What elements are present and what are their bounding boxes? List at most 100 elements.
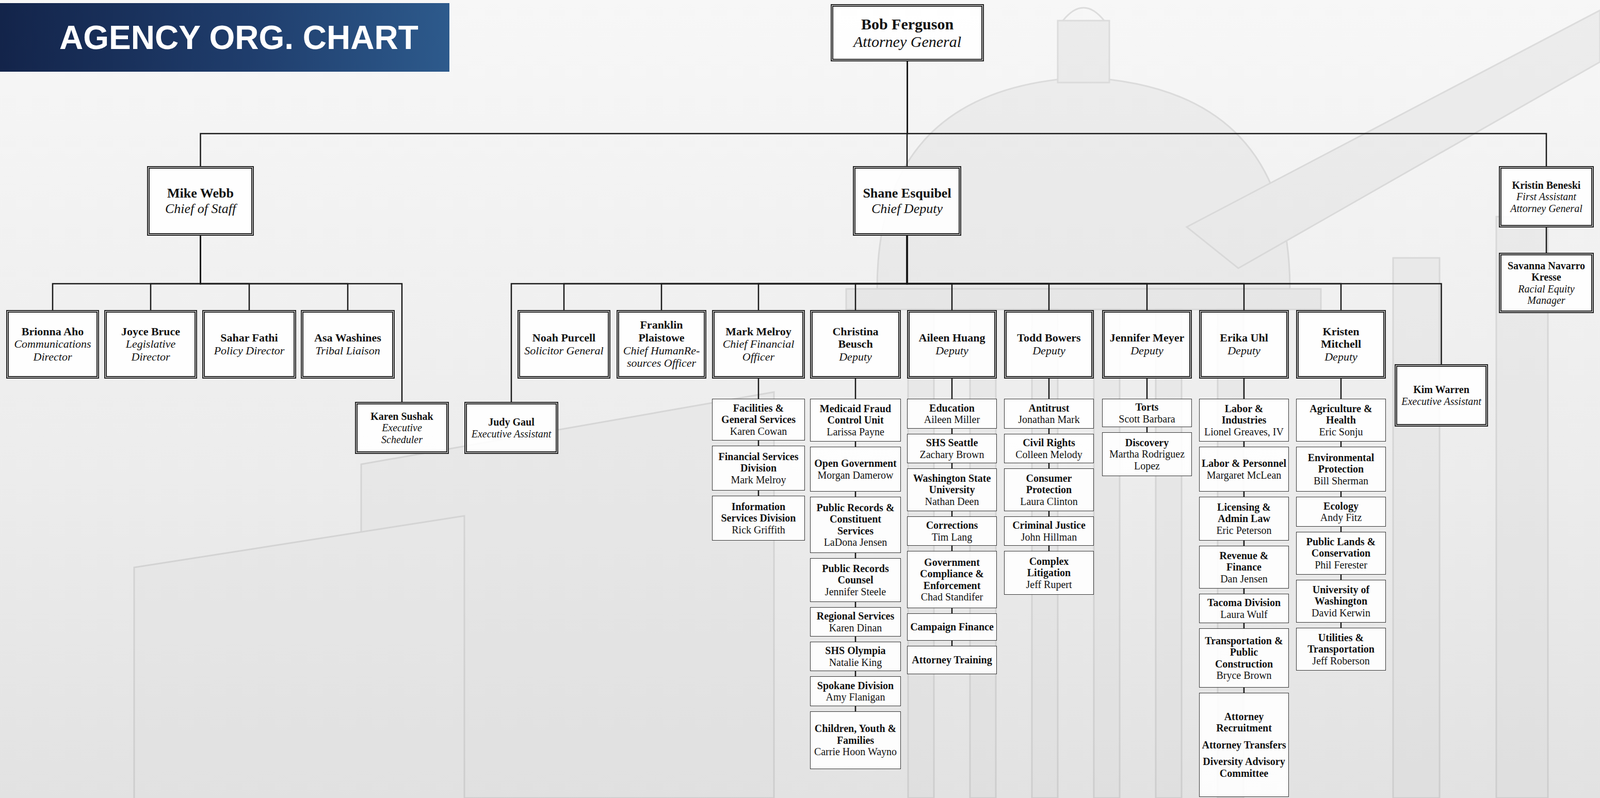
connector — [1243, 378, 1246, 399]
position-box: Savanna Navarro KresseRacial Equity Mana… — [1498, 252, 1594, 314]
person-text: Chad Standifer — [920, 591, 984, 603]
connector — [200, 235, 250, 311]
role-text: Racial Equity Manager — [1504, 283, 1589, 307]
person-text: LaDona Jensen — [823, 536, 888, 548]
name-text: Washington State University — [909, 472, 995, 496]
name-text: Government Compliance & Enforcement — [909, 556, 995, 592]
person-text: Jennifer Steele — [825, 586, 886, 598]
division-box: EducationAileen Miller — [907, 398, 997, 429]
division-box: AntitrustJonathan Mark — [1004, 398, 1094, 429]
person-text: Natalie King — [829, 656, 883, 669]
role-text: Policy Director — [214, 344, 285, 358]
name-text: Financial Services Division — [714, 450, 803, 475]
person-text: Colleen Melody — [1015, 448, 1082, 461]
connector — [951, 463, 953, 469]
connector — [1048, 428, 1050, 434]
name-text: Regional Services — [816, 610, 895, 622]
connector — [1243, 540, 1246, 546]
connector — [511, 235, 908, 402]
division-box: Spokane DivisionAmy Flanigan — [810, 676, 901, 707]
name-text: Public Records & Constituent Services — [812, 502, 899, 537]
division-box: Campaign Finance — [907, 613, 997, 641]
position-box: Shane EsquibelChief Deputy — [852, 166, 962, 236]
connector — [951, 640, 953, 646]
division-box: Public Records & Constituent ServicesLaD… — [810, 496, 901, 554]
connector — [1340, 622, 1343, 628]
connector — [757, 490, 760, 496]
position-box: Brionna AhoCommunications Director — [6, 310, 100, 379]
role-text: Deputy — [1227, 344, 1261, 358]
connector — [1340, 378, 1343, 399]
position-box: Karen SushakExecutive Scheduler — [354, 401, 449, 455]
name-text: Transportation & Public Construction — [1201, 635, 1287, 670]
role-text: Executive Scheduler — [360, 422, 444, 446]
name-text: Joyce Bruce — [121, 325, 181, 339]
person-text: Jonathan Mark — [1017, 413, 1080, 426]
person-text: Margaret McLean — [1206, 469, 1282, 481]
position-box: Asa WashinesTribal Liaison — [300, 310, 395, 379]
person-text: Bryce Brown — [1216, 669, 1272, 682]
division-box: Revenue & FinanceDan Jensen — [1199, 545, 1289, 589]
role-text: Communications Director — [11, 337, 94, 364]
position-box: Christina BeuschDeputy — [810, 310, 901, 379]
connector — [951, 608, 953, 614]
name-text: Public Records Counsel — [812, 562, 899, 587]
person-text: Phil Ferester — [1314, 559, 1368, 571]
name-text: Brionna Aho — [21, 325, 84, 339]
person-text: Amy Flanigan — [826, 691, 886, 703]
division-box: Labor & IndustriesLionel Greaves, IV — [1199, 398, 1289, 442]
name-text: Civil Rights — [1022, 437, 1076, 449]
division-box: SHS OlympiaNatalie King — [810, 641, 901, 672]
division-box: Open GovernmentMorgan Damerow — [810, 446, 901, 492]
division-box: Government Compliance & EnforcementChad … — [907, 551, 997, 609]
person-text: Karen Dinan — [829, 622, 883, 634]
title-banner: AGENCY ORG. CHART — [0, 3, 450, 72]
capitol-outline — [134, 7, 1600, 798]
name-text: Discovery — [1125, 437, 1169, 449]
person-text: Rick Griffith — [731, 524, 786, 536]
division-box: Financial Services DivisionMark Melroy — [712, 445, 805, 491]
position-box: Mike WebbChief of Staff — [147, 166, 254, 236]
name-text: Complex Litigation — [1006, 555, 1092, 579]
name-text: Sahar Fathi — [220, 331, 278, 345]
connector — [150, 235, 201, 311]
name-text: Open Government — [814, 457, 897, 470]
division-box: Tacoma DivisionLaura Wulf — [1199, 593, 1289, 624]
name-text: SHS Seattle — [926, 437, 979, 449]
role-text: Chief of Staff — [165, 201, 236, 217]
role-text: Attorney General — [853, 33, 962, 51]
name-text: Public Lands & Conservation — [1298, 536, 1384, 560]
position-box: Kristen MitchellDeputy — [1296, 310, 1386, 379]
connector — [200, 61, 908, 167]
connector — [1340, 491, 1343, 497]
name-text: Facilities & General Services — [714, 402, 803, 426]
division-box: Agriculture & HealthEric Sonju — [1296, 398, 1386, 442]
name-text: Savanna Navarro Kresse — [1504, 260, 1589, 284]
connector — [200, 235, 403, 402]
connector — [563, 235, 908, 311]
connector — [1048, 463, 1050, 469]
name-text: Jennifer Meyer — [1109, 331, 1185, 345]
division-box: TortsScott Barbara — [1102, 398, 1192, 428]
person-text: Eric Sonju — [1319, 426, 1364, 438]
connector — [951, 545, 953, 552]
position-box: Bob FergusonAttorney General — [830, 4, 984, 62]
name-text: Karen Sushak — [370, 410, 433, 423]
connector — [1340, 441, 1343, 447]
connector — [52, 235, 201, 311]
name-text: Tacoma Division — [1207, 596, 1281, 609]
name-text: Licensing & Admin Law — [1201, 501, 1287, 525]
role-text: Deputy — [935, 344, 969, 358]
person-text: Laura Clinton — [1020, 495, 1078, 508]
person-text: Eric Peterson — [1216, 524, 1272, 537]
connector — [757, 440, 760, 446]
connector — [1340, 574, 1343, 580]
name-text: Bob Ferguson — [861, 15, 954, 34]
person-text: Bill Sherman — [1313, 475, 1369, 487]
person-text: Lionel Greaves, IV — [1204, 426, 1284, 438]
name-text: Revenue & Finance — [1201, 550, 1287, 574]
title-text: AGENCY ORG. CHART — [59, 18, 419, 57]
division-box: Attorney Training — [907, 645, 997, 675]
division-box: Criminal JusticeJohn Hillman — [1004, 516, 1094, 546]
